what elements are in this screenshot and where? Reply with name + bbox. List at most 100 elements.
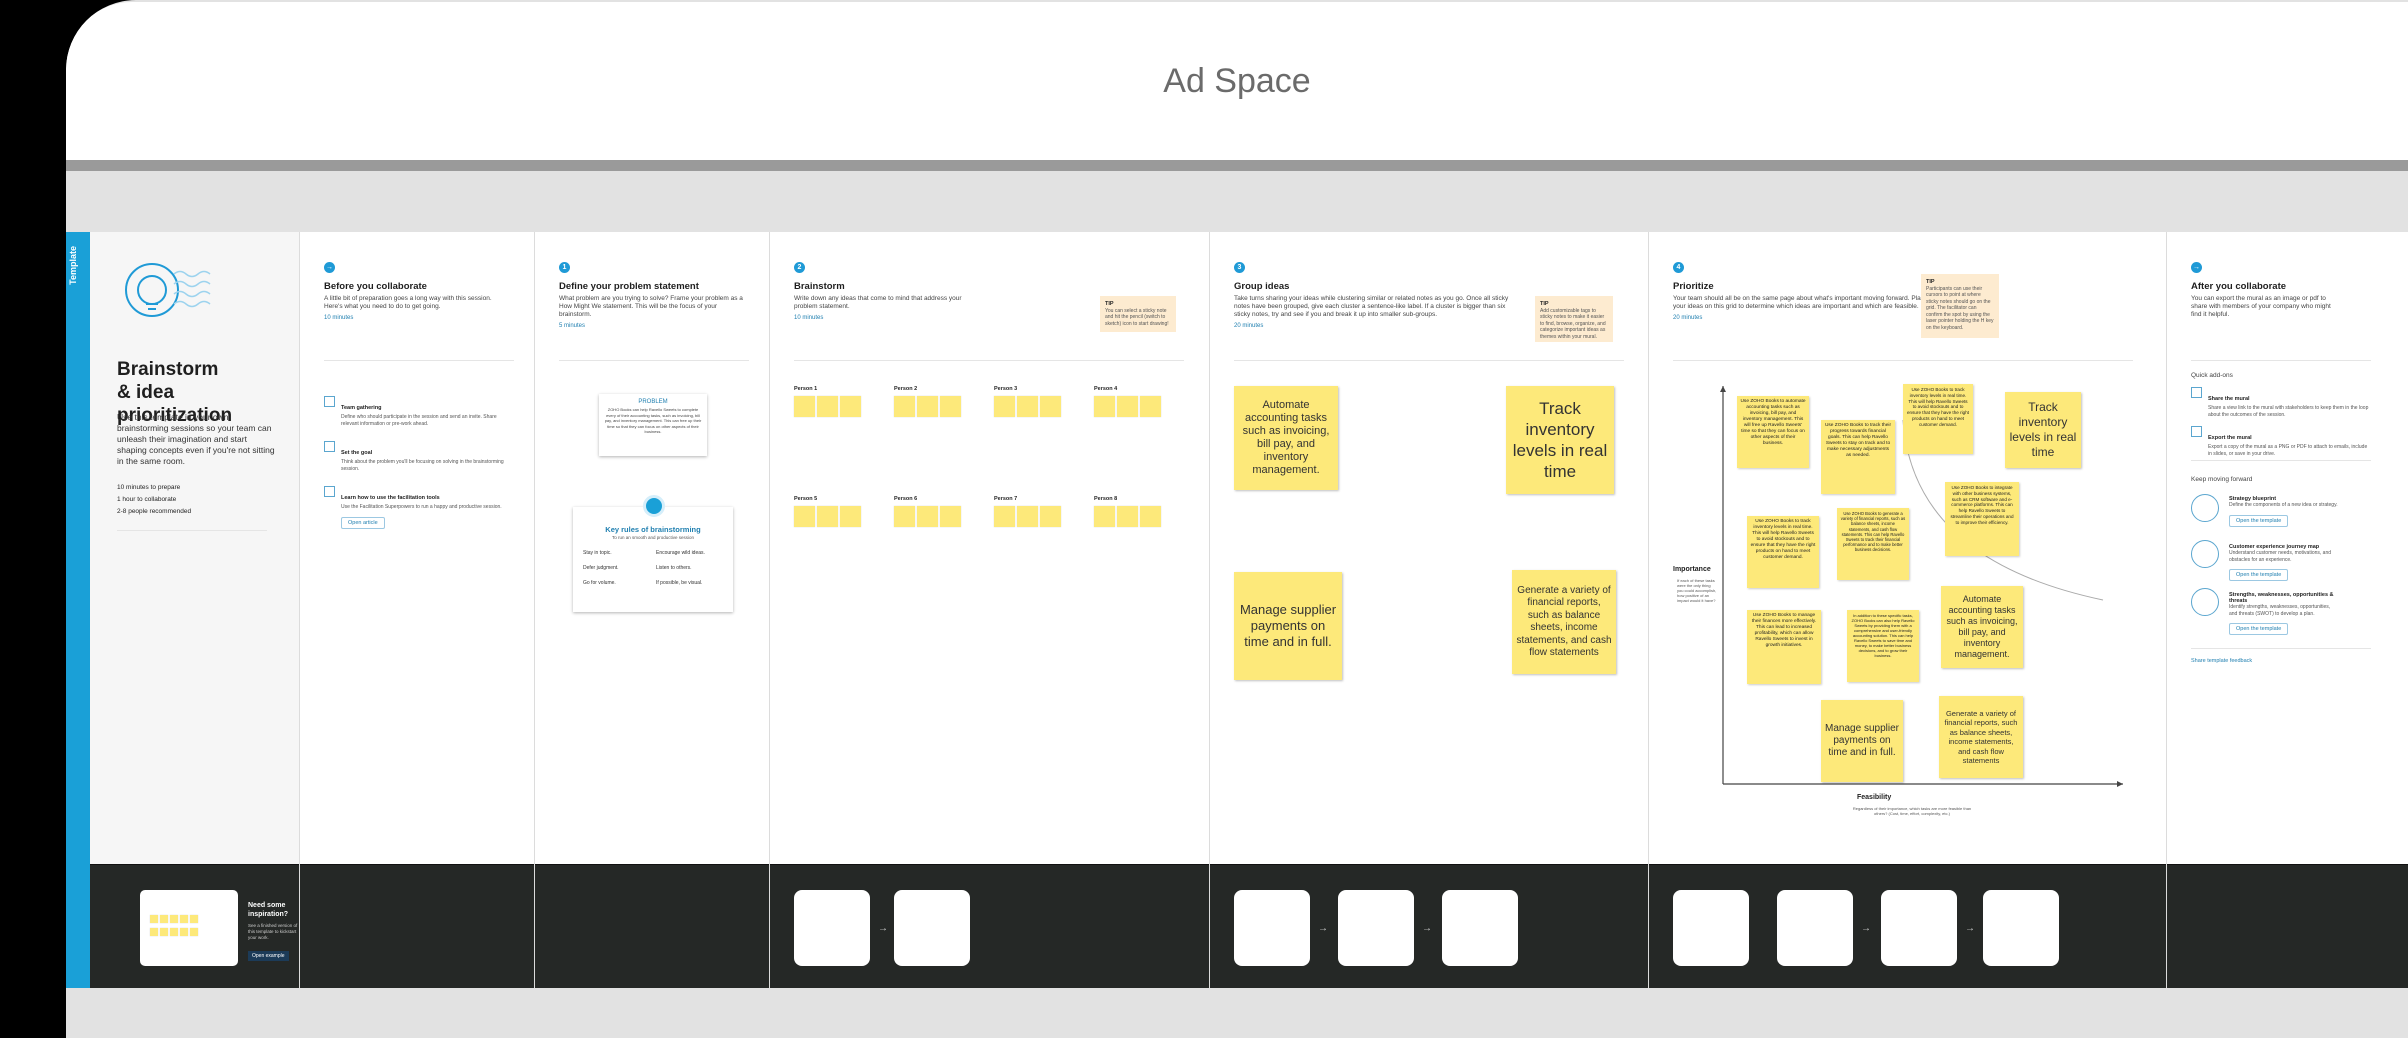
sticky-note[interactable]: Track inventory levels in real time [1506,386,1614,494]
journey-map-icon [2191,540,2219,568]
sticky-note[interactable]: In addition to these specific tasks, ZOH… [1847,610,1919,682]
lightbulb-icon [125,263,211,317]
sticky-note[interactable] [1117,506,1138,527]
prioritize-footer: → → [1649,864,2166,988]
open-template-button[interactable]: Open the template [2229,569,2289,581]
swot-icon [2191,588,2219,616]
sticky-note[interactable] [894,506,915,527]
sticky-note[interactable] [940,506,961,527]
intro-stat-time: 10 minutes to prepare [117,484,181,491]
sticky-note[interactable] [894,396,915,417]
x-axis-description: Regardless of their importance, which ta… [1852,806,1972,816]
open-example-button[interactable]: Open example [248,951,289,961]
arrow-icon: → [1422,923,1432,934]
sticky-note[interactable] [1140,506,1161,527]
rule-item: Listen to others. [656,565,692,571]
section-title: After you collaborate [2191,281,2287,292]
export-icon [2191,426,2202,437]
sticky-note[interactable]: Manage supplier payments on time and in … [1234,572,1342,680]
sticky-note[interactable] [1117,396,1138,417]
sticky-note[interactable] [840,396,861,417]
sticky-note[interactable] [794,396,815,417]
sticky-note[interactable] [1040,506,1061,527]
open-template-button[interactable]: Open the template [2229,623,2289,635]
sticky-note[interactable]: Track inventory levels in real time [2005,392,2081,468]
share-icon [2191,387,2202,398]
sticky-note[interactable]: Use ZOHO Books to integrate with other b… [1945,482,2019,556]
sticky-note[interactable] [817,396,838,417]
sticky-note[interactable]: Generate a variety of financial reports,… [1512,570,1616,674]
browser-frame: Ad Space Template Brainstorm & idea prio… [66,0,2408,1038]
person-label: Person 3 [994,386,1018,392]
sticky-note[interactable]: Automate accounting tasks such as invoic… [1941,586,2023,668]
time-estimate: 20 minutes [1234,323,1264,329]
section-title: Prioritize [1673,281,1714,292]
rules-subtitle: To run an smooth and productive session [611,535,695,540]
person-label: Person 4 [1094,386,1118,392]
group-thumbnail-2 [1338,890,1414,966]
section-description: What problem are you trying to solve? Fr… [559,295,743,318]
y-axis-description: If each of these tasks were the only thi… [1677,578,1717,603]
arrow-icon: → [1965,923,1975,934]
sticky-note[interactable] [794,506,815,527]
ad-label: Ad Space [1163,61,1311,100]
sticky-note[interactable] [917,506,938,527]
problem-card[interactable]: PROBLEM ZOHO Books can help Ravello Swee… [599,394,707,456]
section-title: Brainstorm [794,281,845,292]
sticky-note[interactable] [1017,396,1038,417]
mural-board[interactable]: Template Brainstorm & idea prioritizatio… [66,232,2408,988]
promo-title: Need some inspiration? [248,902,289,918]
intro-title: Brainstorm & idea prioritization [117,359,233,426]
intro-stat-people: 2-8 people recommended [117,508,192,515]
person-label: Person 1 [794,386,818,392]
open-article-button[interactable]: Open article [341,516,385,529]
step-badge: → [324,262,335,273]
rule-item: If possible, be visual. [656,580,703,586]
section-description: Write down any ideas that come to mind t… [794,295,962,310]
brainstorm-thumbnail-2 [894,890,970,966]
sticky-note[interactable] [994,506,1015,527]
example-thumbnail[interactable] [140,890,238,966]
sticky-note[interactable]: Generate a variety of financial reports,… [1939,696,2023,778]
open-template-button[interactable]: Open the template [2229,514,2289,527]
sticky-note[interactable] [994,396,1015,417]
intro-description: Use this template in your own brainstorm… [117,412,275,466]
arrow-icon: → [1861,923,1871,934]
step-badge: 1 [559,262,570,273]
sticky-note[interactable] [1094,506,1115,527]
sticky-note[interactable]: Use ZOHO Books to track inventory levels… [1903,384,1973,454]
ad-divider [66,160,2408,171]
sticky-note[interactable]: Use ZOHO Books to generate a variety of … [1837,508,1909,580]
sticky-note[interactable]: Manage supplier payments on time and in … [1821,700,1903,782]
time-estimate: 10 minutes [324,315,354,321]
sticky-note[interactable]: Use ZOHO Books to track their progress t… [1821,420,1895,494]
checkbox-icon [324,441,335,452]
sticky-note[interactable]: Automate accounting tasks such as invoic… [1234,386,1338,490]
sticky-note[interactable] [817,506,838,527]
sticky-note[interactable] [840,506,861,527]
sticky-note[interactable] [917,396,938,417]
rules-title: Key rules of brainstorming [605,525,701,534]
sticky-note[interactable]: Use ZOHO Books to track inventory levels… [1747,516,1819,588]
section-title: Define your problem statement [559,281,699,292]
sticky-note[interactable] [1140,396,1161,417]
prioritize-thumbnail-2 [1777,890,1853,966]
feedback-link[interactable]: Share template feedback [2191,658,2253,664]
sticky-note[interactable] [1017,506,1038,527]
blueprint-icon [2191,494,2219,522]
sticky-note[interactable] [940,396,961,417]
sticky-note[interactable]: Use ZOHO Books to manage their finances … [1747,610,1821,684]
sidebar-label: Template [68,246,78,285]
rule-item: Stay in topic. [583,550,612,556]
group-thumbnail-3 [1442,890,1518,966]
promo-text: See a finished version of this template … [248,923,298,940]
sticky-note[interactable] [1040,396,1061,417]
person-label: Person 2 [894,386,918,392]
section-description: You can export the mural as an image or … [2191,295,2331,318]
sticky-note[interactable] [1094,396,1115,417]
sticky-note[interactable]: Use ZOHO Books to automate accounting ta… [1737,396,1809,468]
